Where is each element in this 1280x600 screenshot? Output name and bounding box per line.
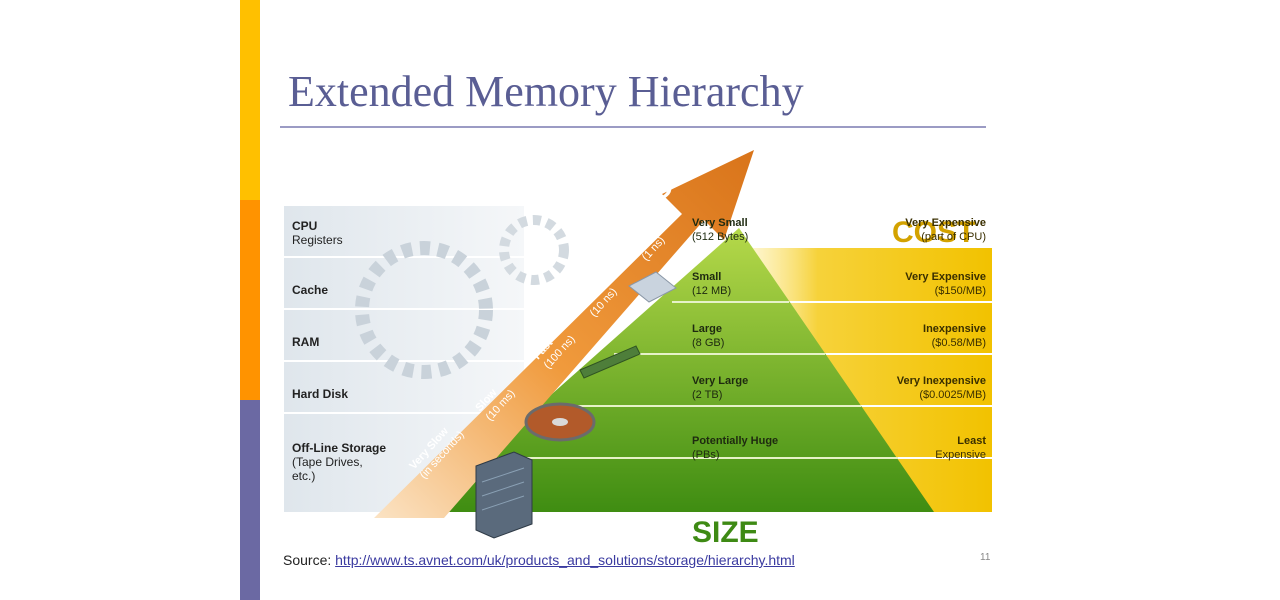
ram-module-icon — [579, 345, 641, 379]
gear-icon — [499, 215, 569, 285]
cost-label-1: Very Expensive($150/MB) — [905, 271, 986, 297]
size-pyramid — [419, 228, 934, 512]
size-heading: SIZE — [692, 516, 759, 549]
size-label-2: Large(8 GB) — [692, 323, 724, 349]
pyramid-dividers — [498, 301, 898, 459]
speed-arrow — [374, 150, 754, 518]
cost-label-0: Very Expensive(part of CPU) — [905, 217, 986, 243]
cost-label-3: Very Inexpensive($0.0025/MB) — [897, 375, 986, 401]
size-labels: Very Small(512 Bytes) Small(12 MB) Large(8… — [692, 217, 778, 461]
page-number: 11 — [980, 552, 991, 563]
level-name-2: RAM — [292, 335, 319, 349]
size-label-4: Potentially Huge(PBs) — [692, 435, 778, 461]
size-label-3: Very Large(2 TB) — [692, 375, 748, 401]
server-tower-icon — [475, 451, 533, 539]
cost-label-2: Inexpensive($0.58/MB) — [923, 323, 986, 349]
size-label-0: Very Small(512 Bytes) — [692, 217, 748, 243]
accent-stripe-bottom — [240, 400, 260, 600]
slide-title: Extended Memory Hierarchy — [288, 67, 804, 116]
level-name-1: Cache — [292, 283, 328, 297]
cost-labels: Very Expensive(part of CPU) Very Expensiv… — [897, 217, 987, 461]
level-name-4: Off-Line Storage(Tape Drives,etc.) — [292, 441, 386, 483]
cpu-chip-icon — [628, 271, 677, 303]
cost-heading: COST — [892, 216, 975, 249]
size-label-1: Small(12 MB) — [692, 271, 731, 297]
accent-stripe-top — [240, 0, 260, 200]
title-underline — [280, 126, 986, 128]
source-citation: Source: http://www.ts.avnet.com/uk/produ… — [283, 552, 795, 568]
gear-icon — [355, 241, 493, 379]
source-link[interactable]: http://www.ts.avnet.com/uk/products_and_… — [335, 552, 795, 568]
level-name-3: Hard Disk — [292, 387, 348, 401]
source-prefix: Source: — [283, 552, 336, 568]
hard-disk-icon — [524, 402, 596, 442]
accent-stripe-middle — [240, 200, 260, 400]
